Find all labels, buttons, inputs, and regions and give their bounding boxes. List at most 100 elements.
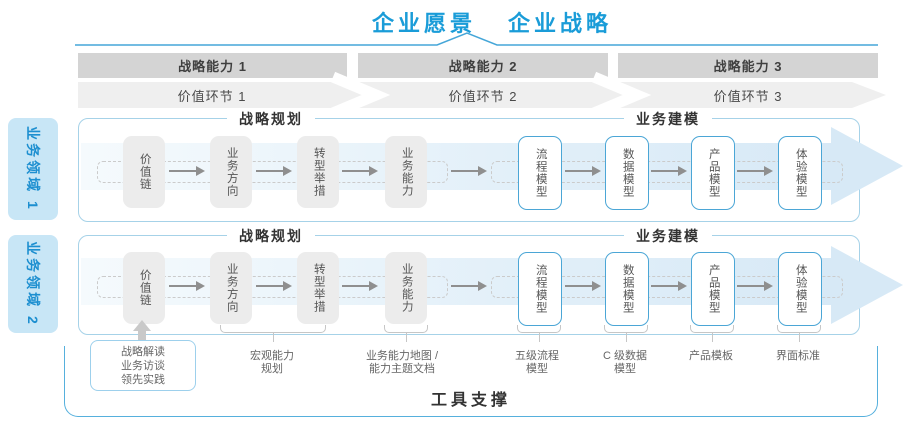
arrow-right-icon bbox=[565, 281, 601, 291]
node-value-chain: 价值链 bbox=[123, 136, 165, 208]
strategy-title: 企业战略 bbox=[508, 11, 613, 36]
capability-bar-2-label: 战略能力 2 bbox=[448, 59, 518, 74]
node-label: 价值链 bbox=[138, 153, 151, 191]
value-link-2: 价值环节 2 bbox=[448, 88, 518, 104]
bracket-icon bbox=[517, 325, 561, 342]
practice-line: 领先实践 bbox=[121, 373, 165, 386]
node-label: 产品模型 bbox=[707, 148, 720, 198]
arrow-right-icon bbox=[451, 166, 487, 176]
note-line: 规划 bbox=[261, 363, 283, 375]
node-transformation-initiative: 转型举措 bbox=[297, 252, 339, 324]
node-product-model: 产品模型 bbox=[691, 136, 735, 210]
note-line: 宏观能力 bbox=[250, 350, 294, 362]
node-business-direction: 业务方向 bbox=[210, 136, 252, 208]
capability-bar-3-label: 战略能力 3 bbox=[713, 59, 783, 74]
arrow-right-icon bbox=[651, 166, 687, 176]
arrow-right-icon bbox=[737, 166, 773, 176]
node-label: 业务能力 bbox=[400, 147, 413, 197]
bracket-icon bbox=[220, 325, 326, 342]
arrow-right-icon bbox=[565, 166, 601, 176]
value-link-3: 价值环节 3 bbox=[713, 88, 783, 104]
node-label: 转型举措 bbox=[312, 147, 325, 197]
node-label: 业务方向 bbox=[225, 263, 238, 313]
arrow-right-icon bbox=[169, 166, 205, 176]
arrow-right-icon bbox=[169, 281, 205, 291]
note-macro-capability: 宏观能力 规划 bbox=[212, 350, 332, 376]
arrow-right-icon bbox=[737, 281, 773, 291]
arrow-right-icon bbox=[651, 281, 687, 291]
note-line: 产品模板 bbox=[689, 350, 733, 362]
node-label: 体验模型 bbox=[794, 148, 807, 198]
domain-label-2-text: 业务领域 2 bbox=[25, 241, 41, 327]
flow-arrowhead-icon bbox=[831, 127, 903, 205]
note-capability-map: 业务能力地图 / 能力主题文档 bbox=[342, 350, 462, 376]
node-business-capability: 业务能力 bbox=[385, 136, 427, 208]
tool-support-label: 工具支撑 bbox=[430, 392, 511, 409]
node-data-model: 数据模型 bbox=[605, 252, 649, 326]
modeling-header-1: 业务建模 bbox=[624, 110, 712, 128]
note-process-model: 五级流程 模型 bbox=[477, 350, 597, 376]
node-business-capability: 业务能力 bbox=[385, 252, 427, 324]
note-line: 能力主题文档 bbox=[369, 363, 435, 375]
node-value-chain: 价值链 bbox=[123, 252, 165, 324]
node-label: 业务能力 bbox=[400, 263, 413, 313]
practice-line: 业务访谈 bbox=[121, 359, 165, 372]
node-label: 产品模型 bbox=[707, 264, 720, 314]
domain-label-1-text: 业务领域 1 bbox=[25, 126, 41, 212]
practice-input-box: 战略解读 业务访谈 领先实践 bbox=[90, 340, 196, 391]
value-link-1: 价值环节 1 bbox=[177, 88, 247, 104]
planning-header-1: 战略规划 bbox=[227, 110, 315, 128]
node-process-model: 流程模型 bbox=[518, 136, 562, 210]
node-data-model: 数据模型 bbox=[605, 136, 649, 210]
arrow-right-icon bbox=[342, 281, 378, 291]
domain-row-2: 战略规划 业务建模 价值链 业务方向 转型举措 业务能力 流程模型 数据模型 产… bbox=[78, 227, 903, 335]
bracket-icon bbox=[690, 325, 734, 342]
capability-bar-3: 战略能力 3 bbox=[618, 53, 878, 78]
practice-line: 战略解读 bbox=[121, 345, 165, 358]
arrow-right-icon bbox=[451, 281, 487, 291]
dashed-placeholder bbox=[97, 276, 448, 298]
dashed-placeholder bbox=[97, 161, 448, 183]
domain-label-2: 业务领域 2 bbox=[8, 235, 58, 333]
modeling-header-2: 业务建模 bbox=[624, 227, 712, 245]
node-label: 业务方向 bbox=[225, 147, 238, 197]
node-product-model: 产品模型 bbox=[691, 252, 735, 326]
node-label: 转型举措 bbox=[312, 263, 325, 313]
bracket-icon bbox=[384, 325, 428, 342]
node-label: 流程模型 bbox=[534, 148, 547, 198]
arrow-up-stem bbox=[138, 330, 146, 341]
flow-arrowhead-icon bbox=[831, 246, 903, 324]
capability-bar-1: 战略能力 1 bbox=[78, 53, 347, 78]
note-data-model: C 级数据 模型 bbox=[565, 350, 685, 376]
planning-header-2: 战略规划 bbox=[227, 227, 315, 245]
node-business-direction: 业务方向 bbox=[210, 252, 252, 324]
node-label: 体验模型 bbox=[794, 264, 807, 314]
note-line: 界面标准 bbox=[776, 350, 820, 362]
note-ui-standard: 界面标准 bbox=[738, 350, 858, 363]
node-process-model: 流程模型 bbox=[518, 252, 562, 326]
arrow-up-icon bbox=[133, 320, 151, 331]
node-label: 数据模型 bbox=[621, 264, 634, 314]
vision-title: 企业愿景 bbox=[372, 11, 477, 36]
dashed-placeholder bbox=[491, 161, 843, 183]
node-label: 价值链 bbox=[138, 269, 151, 307]
note-line: 模型 bbox=[526, 363, 548, 375]
vision-connector-line bbox=[75, 32, 878, 46]
arrow-right-icon bbox=[342, 166, 378, 176]
note-line: 五级流程 bbox=[515, 350, 559, 362]
arrow-right-icon bbox=[256, 166, 292, 176]
note-line: 模型 bbox=[614, 363, 636, 375]
node-experience-model: 体验模型 bbox=[778, 252, 822, 326]
domain-label-1: 业务领域 1 bbox=[8, 118, 58, 220]
note-product-template: 产品模板 bbox=[651, 350, 771, 363]
node-experience-model: 体验模型 bbox=[778, 136, 822, 210]
node-label: 流程模型 bbox=[534, 264, 547, 314]
bracket-icon bbox=[777, 325, 821, 342]
page-title: 企业愿景 企业战略 bbox=[372, 6, 612, 38]
node-transformation-initiative: 转型举措 bbox=[297, 136, 339, 208]
domain-row-1: 战略规划 业务建模 价值链 业务方向 转型举措 业务能力 流程模型 数据模型 产… bbox=[78, 110, 903, 222]
capability-bar-2: 战略能力 2 bbox=[358, 53, 608, 78]
note-line: C 级数据 bbox=[603, 350, 647, 362]
capability-bar-1-label: 战略能力 1 bbox=[178, 59, 247, 74]
